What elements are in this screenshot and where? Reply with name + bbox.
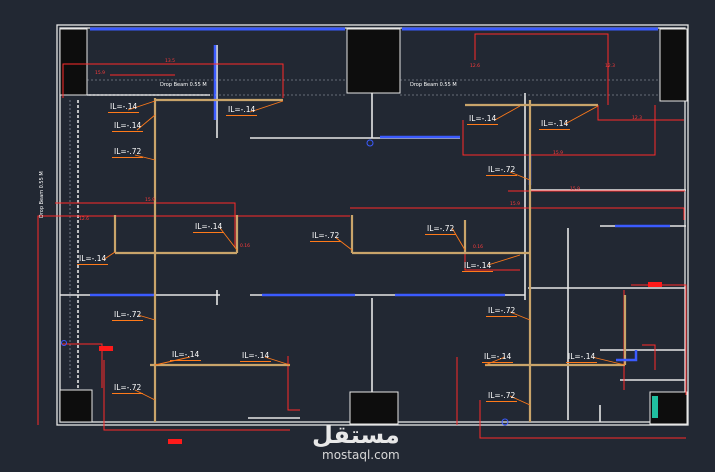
dim-text-9: 0.16 [240, 244, 251, 249]
fixture-blue-ring-3 [61, 340, 67, 346]
drop-beam-lines [69, 79, 660, 380]
fixtures [61, 139, 662, 444]
fixture-red-2 [168, 439, 182, 444]
il-label-20: IL=-.72 [486, 391, 518, 402]
columns [59, 28, 688, 425]
dim-text-1: 13.5 [165, 59, 176, 64]
leader-12 [487, 254, 521, 266]
leader-7 [509, 171, 531, 181]
leader-19 [591, 356, 626, 366]
dim-text-2: 15.9 [95, 71, 106, 76]
interior-windows [90, 45, 670, 297]
dimension-lines [37, 33, 687, 439]
leader-1 [127, 100, 156, 111]
il-label-13: IL=-.72 [112, 310, 144, 321]
column-bottom-left [59, 389, 93, 423]
dim-line-3 [462, 105, 656, 156]
il-label-5: IL=-.14 [467, 114, 499, 125]
dim-text-11: 15.9 [510, 202, 521, 207]
il-label-17: IL=-.72 [486, 306, 518, 317]
column-top-left [59, 28, 88, 96]
il-label-3: IL=-.14 [226, 105, 258, 116]
watermark-arabic: مستقل [312, 421, 400, 449]
dim-text-12: 15.9 [570, 187, 581, 192]
column-top-center [346, 28, 401, 94]
leader-5 [494, 105, 521, 121]
dim-text-6: 15.9 [553, 151, 564, 156]
column-bottom-center [349, 391, 399, 425]
leader-6 [564, 105, 599, 125]
beam-label-vertical: Drop Beam 0.55 M [39, 171, 45, 218]
dim-line-14 [479, 400, 686, 439]
il-label-4: IL=-.72 [112, 147, 144, 158]
beam-label-left: Drop Beam 0.55 M [160, 82, 207, 88]
il-label-12: IL=-.14 [462, 261, 494, 272]
il-label-6: IL=-.14 [539, 119, 571, 130]
leader-18 [484, 356, 506, 366]
dim-line-8 [55, 202, 236, 248]
il-label-8: IL=-.14 [193, 222, 225, 233]
il-label-10: IL=-.72 [425, 224, 457, 235]
leader-4 [134, 154, 156, 161]
il-label-11: IL=-.14 [77, 254, 109, 265]
leader-9 [334, 236, 353, 251]
dim-line-6 [37, 215, 350, 425]
il-label-19: IL=-.14 [566, 352, 598, 363]
dim-text-4: 12.3 [605, 64, 616, 69]
dim-text-7: 15.9 [145, 198, 156, 203]
dim-text-8: 12.6 [79, 217, 90, 222]
il-label-7: IL=-.72 [486, 165, 518, 176]
dim-line-17 [642, 344, 656, 370]
dim-line-5 [597, 105, 684, 121]
il-label-16: IL=-.72 [112, 383, 144, 394]
dim-line-12 [287, 356, 300, 411]
leader-13 [137, 314, 156, 321]
il-label-14: IL=-.14 [170, 350, 202, 361]
dim-line-7 [350, 207, 685, 220]
dim-line-1 [62, 63, 284, 98]
il-label-1: IL=-.14 [108, 102, 140, 113]
watermark-latin: mostaql.com [322, 448, 400, 462]
column-top-right [659, 28, 688, 102]
dim-text-10: 0.16 [473, 245, 484, 250]
beam-label-right: Drop Beam 0.55 M [410, 82, 457, 88]
leader-17 [509, 311, 531, 321]
fixture-blue-pipe [616, 350, 638, 362]
leader-16 [134, 389, 156, 401]
il-label-15: IL=-.14 [240, 351, 272, 362]
outer-wall-outline [56, 24, 689, 426]
il-label-18: IL=-.14 [482, 352, 514, 363]
fixture-green [652, 396, 658, 418]
leader-3 [249, 100, 284, 113]
dim-line-10 [62, 343, 103, 388]
dim-text-3: 12.6 [470, 64, 481, 69]
leader-14 [154, 356, 191, 366]
fixture-blue-ring [366, 139, 374, 147]
il-label-9: IL=-.72 [310, 231, 342, 242]
leader-10 [451, 227, 466, 251]
leader-20 [509, 395, 531, 406]
dim-line-4 [474, 33, 609, 105]
fixture-blue-ring-2 [501, 418, 509, 426]
leader-2 [136, 114, 156, 131]
dim-line-16 [631, 284, 687, 395]
dim-line-11 [103, 360, 290, 431]
dim-line-18 [464, 250, 520, 271]
leader-11 [102, 251, 116, 261]
pipes [113, 98, 627, 422]
leader-15 [264, 356, 291, 366]
dim-text-5: 12.3 [632, 116, 643, 121]
fixture-red-1 [99, 346, 113, 351]
fixture-red-3 [648, 282, 662, 287]
il-label-2: IL=-.14 [112, 121, 144, 132]
